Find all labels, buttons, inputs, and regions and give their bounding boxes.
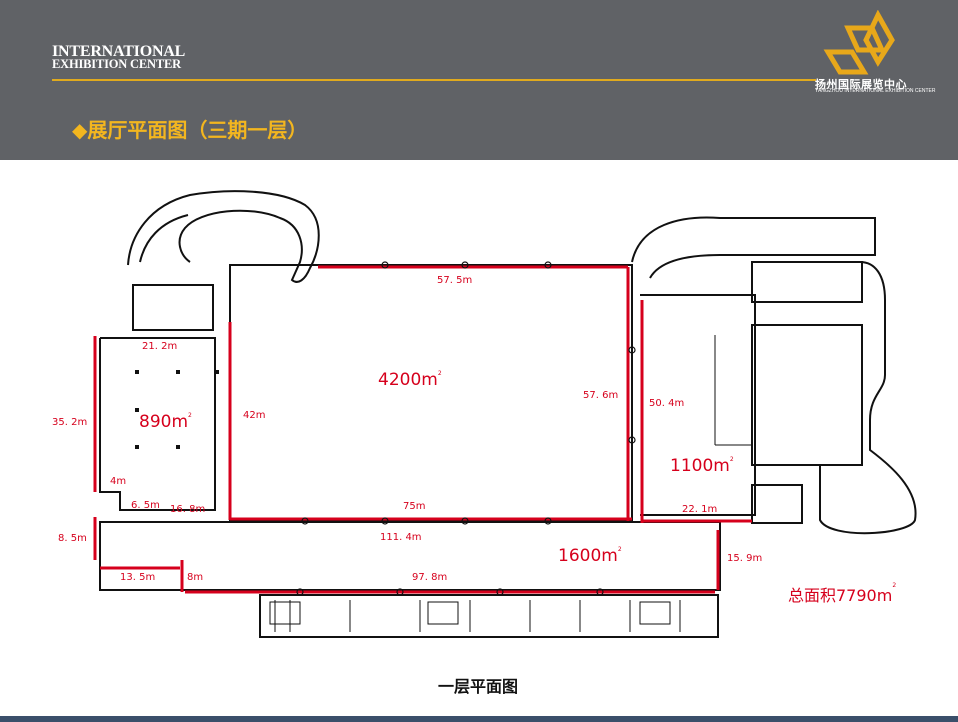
dimension-label: 8m [187,572,204,583]
area-sup: 2 [188,412,192,419]
dimension-label: 42m [243,410,266,421]
area-label-right-hall: 1100m2 [670,456,734,476]
logo-english-text: YANGZHOU INTERNATIONAL EXHIBITION CENTER [815,88,936,94]
dimension-label: 8. 5m [58,533,87,544]
total-area-value: 总面积7790m [788,586,893,605]
plan-caption: 一层平面图 [438,677,519,696]
total-area-sup: 2 [892,582,897,589]
dimension-label: 16. 8m [170,504,206,515]
dimension-label: 35. 2m [52,417,88,428]
footer-bar [0,716,958,722]
dimension-label: 4m [110,476,127,487]
header-divider [52,79,816,81]
total-area-label: 总面积7790m2 [788,582,896,606]
floor-plan-drawing [93,190,917,638]
area-label-corridor-hall: 1600m2 [558,546,622,566]
area-sup: 2 [617,546,622,553]
dimension-label: 57. 6m [583,390,619,401]
dimension-label: 6. 5m [131,500,160,511]
area-value: 890m [139,412,189,432]
dimension-label: 13. 5m [120,572,156,583]
area-value: 1100m [670,456,730,476]
dimension-label: 15. 9m [727,553,763,564]
area-label-main-hall: 4200m2 [378,370,442,390]
section-title: ◆展厅平面图（三期一层） [72,118,308,142]
area-value: 4200m [378,370,438,390]
dimension-label: 57. 5m [437,275,473,286]
dimension-label: 22. 1m [682,504,718,515]
dimension-label: 50. 4m [649,398,685,409]
area-sup: 2 [729,456,734,463]
dimension-label: 21. 2m [142,341,178,352]
dimension-label: 97. 8m [412,572,448,583]
exhibition-logo-icon [823,10,895,75]
area-value: 1600m [558,546,618,566]
area-sup: 2 [437,370,442,377]
brand-line-2: EXHIBITION CENTER [52,57,181,71]
brand-line-1: INTERNATIONAL [52,43,186,60]
area-label-left-hall: 890m2 [139,412,192,432]
logo-chinese-text: 扬州国际展览中心 [815,78,907,91]
dimension-label: 111. 4m [380,532,422,543]
dimension-label: 75m [403,501,426,512]
brand-wordmark: INTERNATIONAL EXHIBITION CENTER [52,43,186,71]
